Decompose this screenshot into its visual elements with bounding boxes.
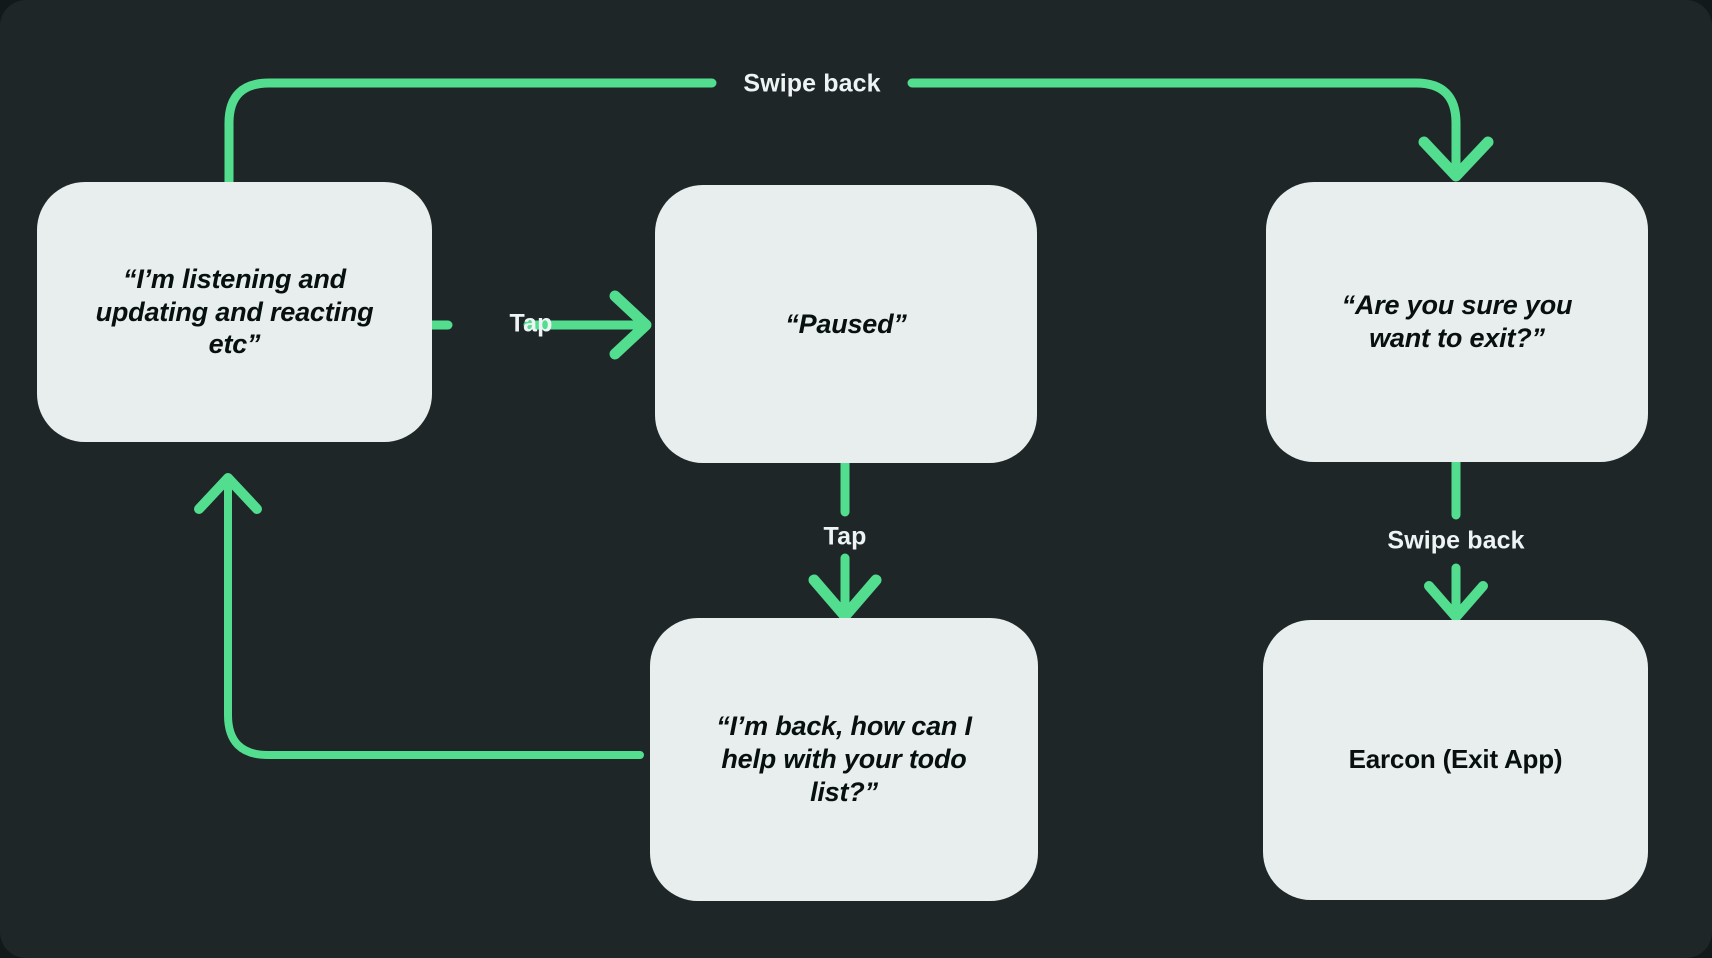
node-back-help-label: “I’m back, how can I help with your todo… [716, 711, 972, 807]
edge-label-swipe-back-top: Swipe back [743, 69, 881, 98]
node-earcon-label: Earcon (Exit App) [1348, 744, 1563, 775]
edge-back-to-listening [194, 473, 644, 759]
node-paused-label: “Paused” [785, 308, 907, 339]
edge-label-swipe-back-right: Swipe back [1387, 526, 1525, 555]
node-back-help[interactable]: “I’m back, how can I help with your todo… [650, 618, 1038, 901]
node-listening-label: “I’m listening and updating and reacting… [95, 263, 374, 360]
node-earcon[interactable]: Earcon (Exit App) [1263, 620, 1648, 900]
node-confirm-exit-label: “Are you sure you want to exit?” [1341, 290, 1573, 353]
node-confirm-exit[interactable]: “Are you sure you want to exit?” [1266, 182, 1648, 462]
node-listening[interactable]: “I’m listening and updating and reacting… [37, 182, 432, 442]
edge-label-tap-vertical: Tap [823, 522, 867, 551]
node-paused[interactable]: “Paused” [655, 185, 1037, 463]
edge-label-tap-horizontal: Tap [509, 309, 553, 338]
